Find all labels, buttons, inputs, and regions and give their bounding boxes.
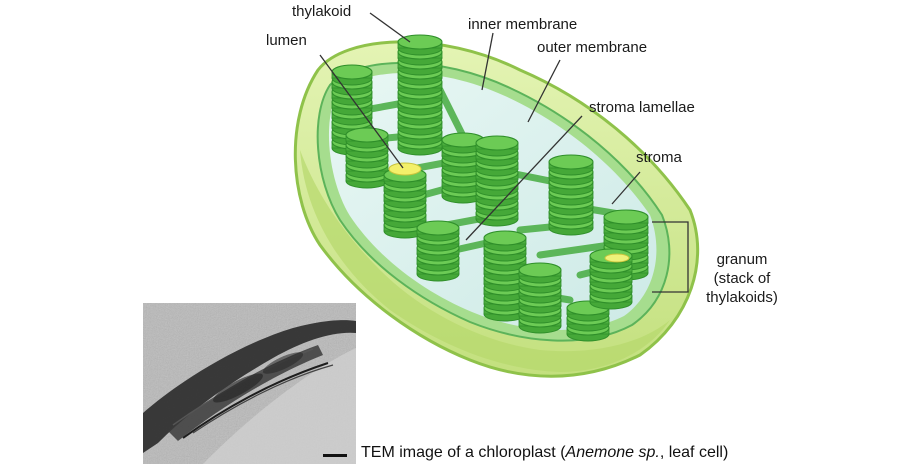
thylakoid-disc [417,221,459,235]
label-stroma-lamellae: stroma lamellae [589,99,695,117]
thylakoid-disc [604,210,648,224]
thylakoid-disc [398,35,442,49]
label-granum-line1: granum [692,250,792,269]
label-outer-membrane: outer membrane [537,39,647,57]
label-granum-line3: thylakoids) [692,288,792,307]
label-thylakoid: thylakoid [292,3,351,21]
label-granum: granum (stack of thylakoids) [692,250,792,307]
caption-prefix: TEM image of a chloroplast ( [361,444,566,461]
granum-stack [346,128,388,188]
label-stroma: stroma [636,149,682,167]
granum-stack [417,221,459,281]
granum-stack [476,136,518,226]
thylakoid-disc [484,231,526,245]
leader-thylakoid [370,13,410,42]
lumen-highlight [389,163,421,175]
granum-stack [549,155,593,235]
tem-micrograph [143,303,356,464]
lumen-highlight-small [605,254,629,262]
thylakoid-disc [332,65,372,79]
caption-species: Anemone sp. [566,444,660,461]
label-inner-membrane: inner membrane [468,16,577,34]
tem-caption: TEM image of a chloroplast (Anemone sp.,… [361,444,728,462]
thylakoid-disc [519,263,561,277]
thylakoid-disc [549,155,593,169]
thylakoid-disc [476,136,518,150]
label-lumen: lumen [266,32,307,50]
caption-suffix: , leaf cell) [660,444,728,461]
label-granum-line2: (stack of [692,269,792,288]
granum-stack [398,35,442,155]
granum-stack [519,263,561,333]
